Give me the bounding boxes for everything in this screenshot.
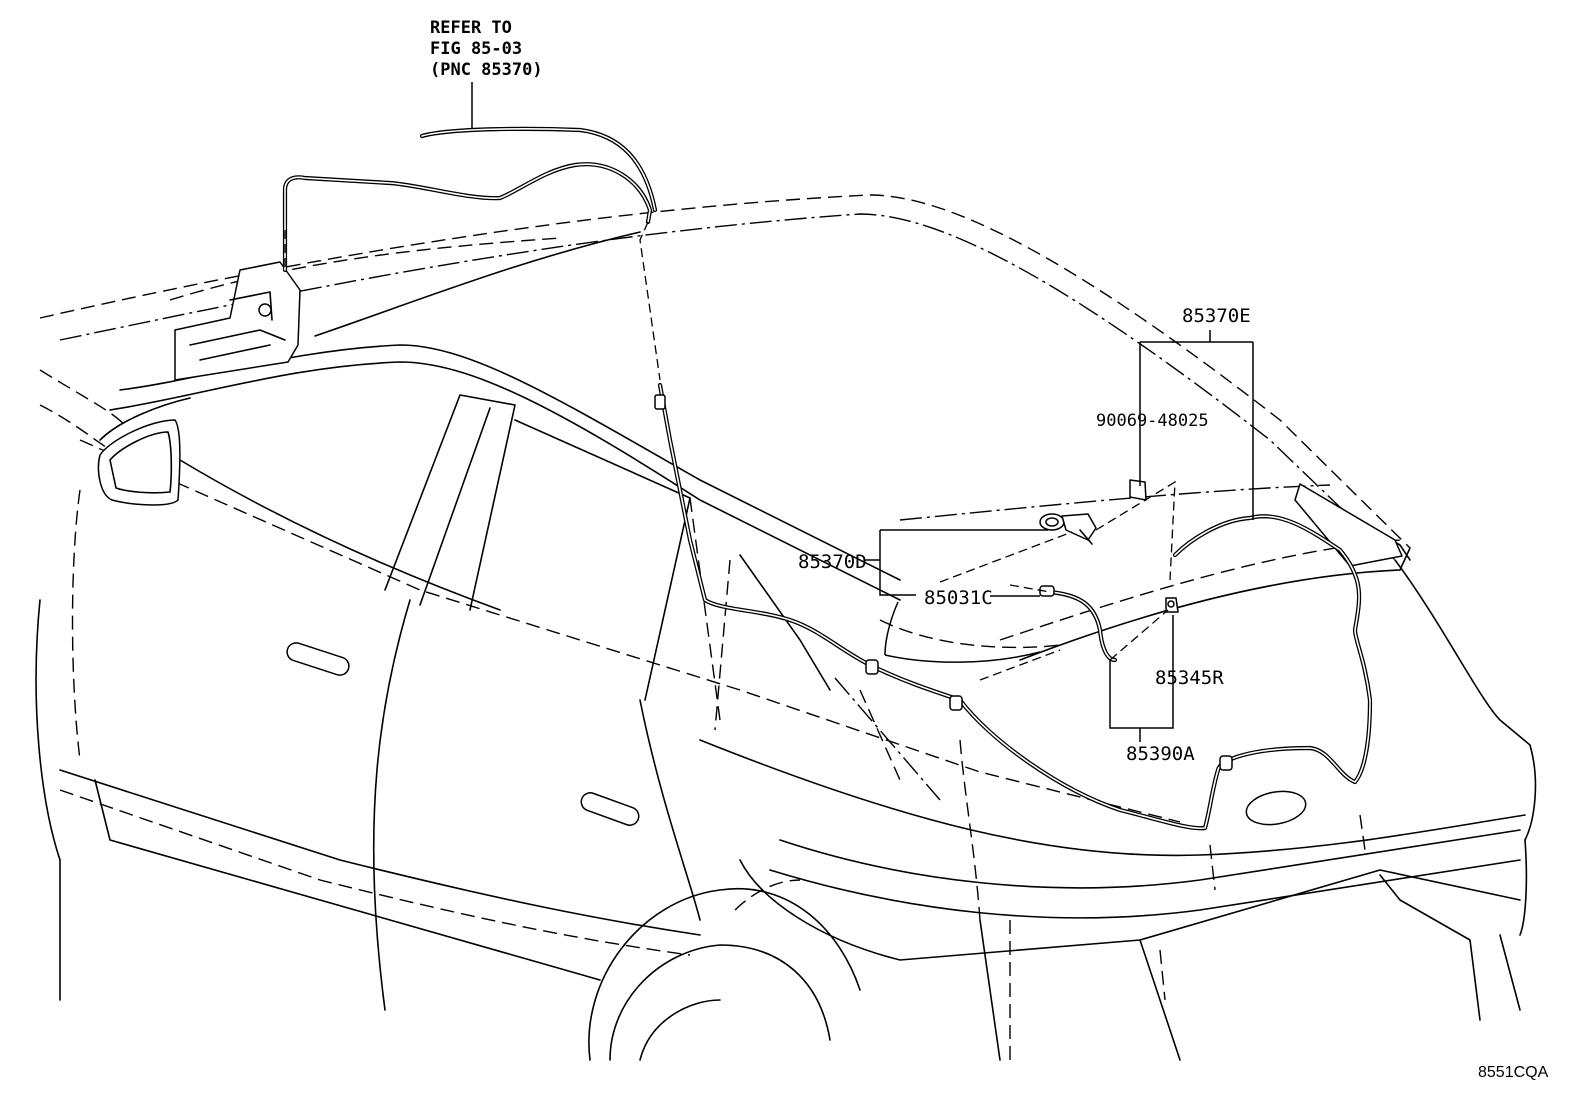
callout-85370d: 85370D <box>798 551 867 573</box>
rear-washer-jet-icon <box>1039 513 1097 545</box>
washer-hose-route <box>282 126 1373 831</box>
reference-note-line2: FIG 85-03 <box>430 39 522 59</box>
callout-85031c: 85031C <box>924 587 993 609</box>
vehicle-body-outline <box>35 194 1537 1061</box>
rear-nozzle-icon <box>1165 597 1179 613</box>
washer-tank-icon <box>174 261 301 381</box>
callout-leaders <box>471 82 1254 742</box>
callout-85345r: 85345R <box>1155 667 1224 689</box>
bolt-clip-icon <box>1129 479 1147 501</box>
reference-note-line3: (PNC 85370) <box>430 60 543 80</box>
callout-85390a: 85390A <box>1126 743 1195 765</box>
callout-85370e: 85370E <box>1182 305 1251 327</box>
reference-note: REFER TO FIG 85-03 (PNC 85370) <box>430 18 543 80</box>
callout-90069-48025: 90069-48025 <box>1096 411 1209 431</box>
reference-note-line1: REFER TO <box>430 18 512 38</box>
illustration-code: 8551CQA <box>1478 1064 1549 1081</box>
